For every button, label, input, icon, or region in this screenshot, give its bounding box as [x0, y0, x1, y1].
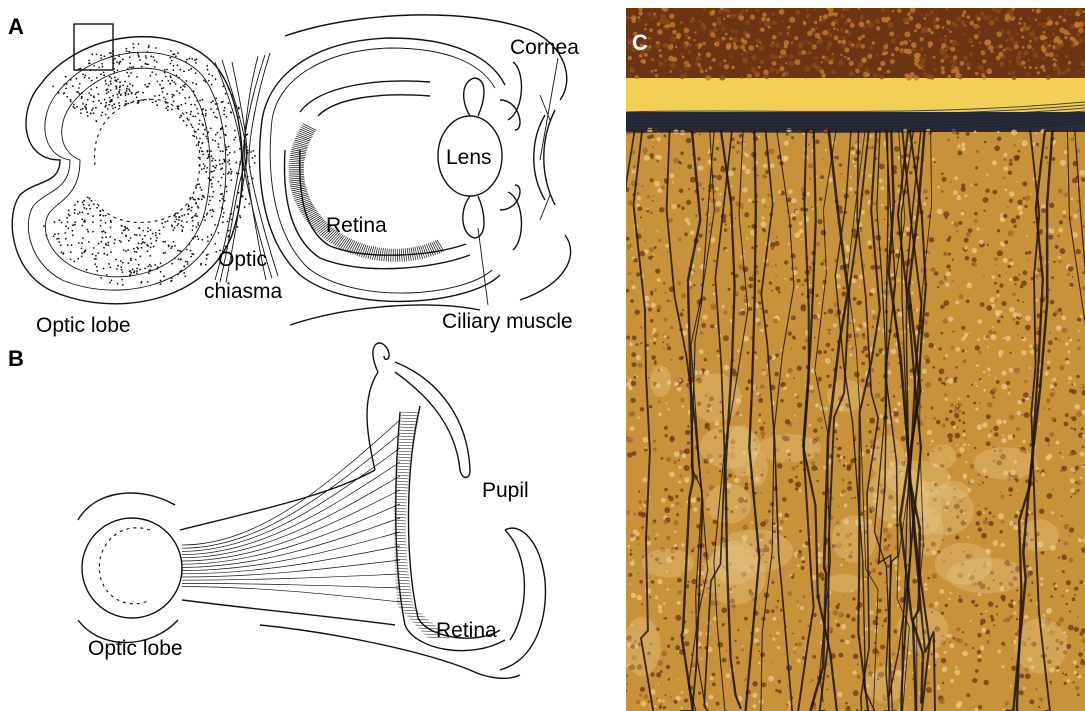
label-retina-b: Retina	[436, 619, 497, 642]
panel-letter-b: B	[8, 346, 24, 371]
label-optic-lobe-a: Optic lobe	[36, 314, 131, 337]
panel-b: B Pupil Retina Optic lobe	[8, 343, 545, 678]
label-pupil: Pupil	[482, 479, 529, 502]
label-optic-lobe-b: Optic lobe	[88, 637, 183, 660]
label-optic-chiasma-line2: chiasma	[204, 280, 283, 303]
eye-b	[260, 343, 545, 678]
panel-c-micrograph: C	[614, 6, 1085, 711]
eye-a	[260, 15, 571, 325]
retina-hatching-b	[394, 412, 450, 638]
panel-letter-a: A	[8, 14, 24, 39]
optic-nerve-b	[180, 420, 400, 625]
label-lens: Lens	[446, 146, 492, 169]
label-cornea: Cornea	[510, 36, 579, 59]
retina-hatching-a	[289, 124, 445, 262]
panel-letter-c: C	[632, 30, 648, 55]
label-retina-a: Retina	[326, 214, 387, 237]
label-optic-chiasma-line1: Optic	[218, 248, 267, 271]
leader-cornea	[540, 58, 558, 160]
optic-lobe-b	[78, 493, 182, 643]
panel-a: A	[8, 14, 579, 337]
label-ciliary-muscle: Ciliary muscle	[442, 310, 573, 333]
leader-ciliary-muscle	[478, 228, 488, 305]
detail-box-marker	[74, 24, 113, 70]
